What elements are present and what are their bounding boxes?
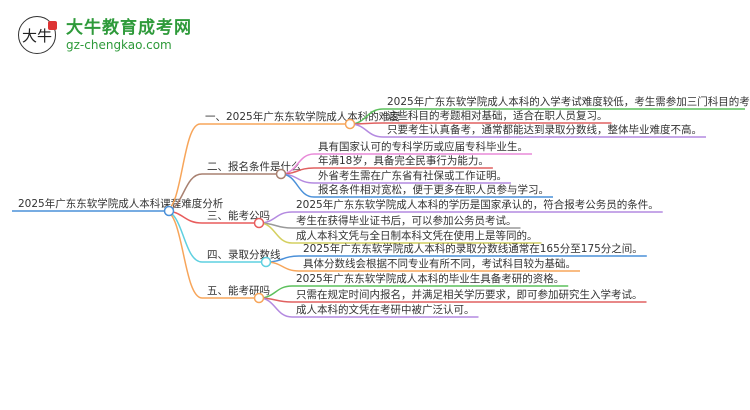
leaf-topic[interactable]: 具体分数线会根据不同专业有所不同，考试科目较为基础。	[303, 257, 576, 270]
leaf-connector	[258, 297, 293, 318]
collapse-toggle-icon[interactable]	[275, 168, 287, 180]
leaf-topic[interactable]: 2025年广东东软学院成人本科的学历是国家承认的，符合报考公务员的条件。	[296, 198, 659, 211]
leaf-connector	[349, 123, 384, 138]
logo-mark-icon: 大牛	[18, 16, 57, 54]
collapse-toggle-icon[interactable]	[253, 217, 265, 229]
leaf-topic[interactable]: 年满18岁，具备完全民事行为能力。	[318, 154, 489, 167]
root-topic[interactable]: 2025年广东东软学院成人本科课程难度分析	[18, 197, 224, 210]
branch-topic[interactable]: 三、能考公吗	[207, 209, 270, 222]
leaf-topic[interactable]: 成人本科的文凭在考研中被广泛认可。	[296, 303, 475, 316]
branch-topic[interactable]: 五、能考研吗	[207, 284, 270, 297]
leaf-topic[interactable]: 2025年广东东软学院成人本科的录取分数线通常在165分至175分之间。	[303, 242, 643, 255]
collapse-toggle-icon[interactable]	[163, 205, 175, 217]
logo: 大牛 大牛教育成考网 gz-chengkao.com	[18, 16, 192, 54]
leaf-connector	[280, 173, 315, 198]
logo-name: 大牛教育成考网	[66, 18, 192, 38]
leaf-topic[interactable]: 考生在获得毕业证书后，可以参加公务员考试。	[296, 214, 517, 227]
branch-connector	[164, 210, 203, 299]
leaf-topic[interactable]: 具有国家认可的专科学历或应届专科毕业生。	[318, 140, 528, 153]
leaf-topic[interactable]: 2025年广东东软学院成人本科的毕业生具备考研的资格。	[296, 272, 564, 285]
leaf-topic[interactable]: 只要考生认真备考，通常都能达到录取分数线，整体毕业难度不高。	[387, 123, 702, 136]
branch-topic[interactable]: 二、报名条件是什么	[207, 160, 302, 173]
branch-topic[interactable]: 四、录取分数线	[207, 248, 281, 261]
leaf-topic[interactable]: 这些科目的考题相对基础，适合在职人员复习。	[387, 109, 608, 122]
collapse-toggle-icon[interactable]	[344, 118, 356, 130]
leaf-topic[interactable]: 2025年广东东软学院成人本科的入学考试难度较低，考生需参加三门科目的考试：政治…	[387, 95, 750, 108]
leaf-topic[interactable]: 成人本科文凭与全日制本科文凭在使用上是等同的。	[296, 229, 538, 242]
leaf-topic[interactable]: 报名条件相对宽松，便于更多在职人员参与学习。	[318, 183, 549, 196]
leaf-topic[interactable]: 外省考生需在广东省有社保或工作证明。	[318, 169, 507, 182]
logo-url: gz-chengkao.com	[66, 38, 172, 52]
collapse-toggle-icon[interactable]	[260, 256, 272, 268]
logo-mark-text: 大牛	[21, 26, 52, 45]
collapse-toggle-icon[interactable]	[253, 292, 265, 304]
leaf-topic[interactable]: 只需在规定时间内报名，并满足相关学历要求，即可参加研究生入学考试。	[296, 288, 643, 301]
